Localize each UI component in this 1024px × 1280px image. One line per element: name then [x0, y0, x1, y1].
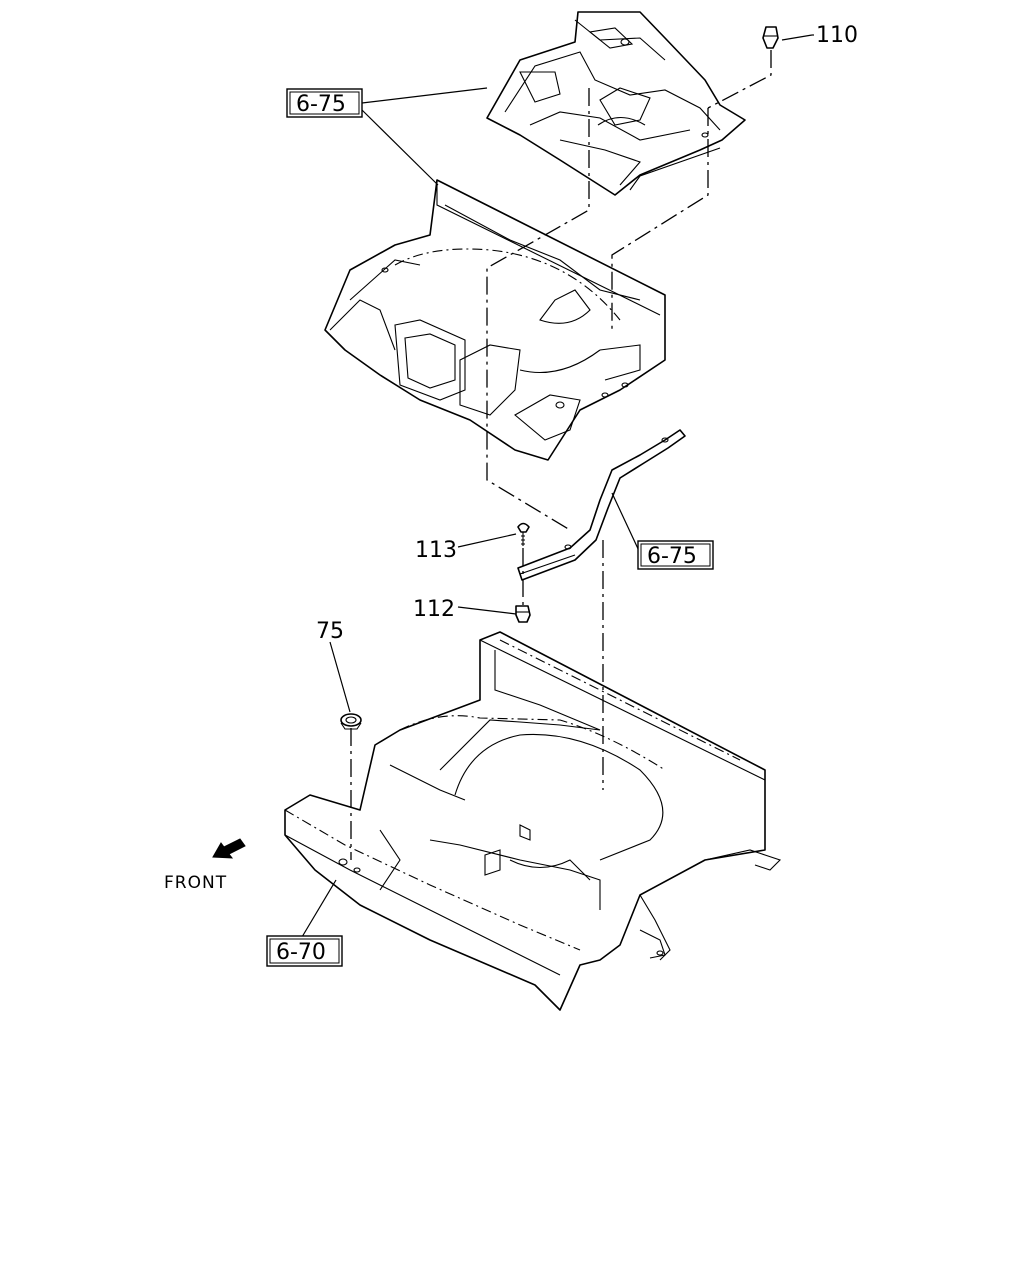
callout-75-label: 75	[316, 619, 344, 644]
lower-floor-panel	[284, 631, 782, 1011]
middle-floor-panel	[324, 179, 666, 461]
clip-110-icon	[762, 26, 779, 49]
callout-112-label: 112	[413, 597, 455, 622]
front-direction: FRONT	[164, 838, 246, 893]
grommet-75-icon	[340, 713, 362, 730]
front-arrow-icon	[212, 838, 246, 859]
reference-top-label: 6-75	[296, 92, 346, 117]
upper-floor-cover-panel	[486, 11, 746, 196]
callout-110: 110	[816, 23, 858, 48]
callout-113-label: 113	[415, 538, 457, 563]
floor-bracket	[517, 429, 686, 581]
reference-box-bottom[interactable]: 6-70	[266, 935, 343, 967]
reference-box-top[interactable]: 6-75	[286, 88, 363, 118]
callout-75: 75	[316, 619, 344, 644]
leader-lines	[301, 34, 814, 938]
nut-112-icon	[515, 605, 531, 623]
callout-113: 113	[415, 538, 457, 563]
callout-110-label: 110	[816, 23, 858, 48]
assembly-phantom-lines	[350, 50, 772, 860]
reference-box-middle[interactable]: 6-75	[637, 540, 714, 570]
callout-112: 112	[413, 597, 455, 622]
front-label: FRONT	[164, 873, 227, 893]
screw-113-icon	[517, 522, 530, 546]
reference-bottom-label: 6-70	[276, 940, 326, 965]
reference-middle-label: 6-75	[647, 544, 697, 569]
